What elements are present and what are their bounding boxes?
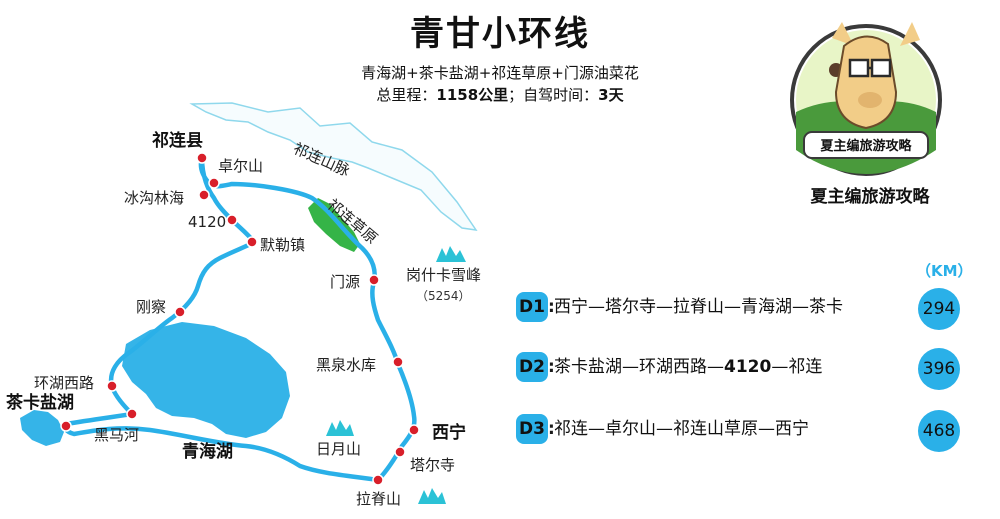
label-riyueshan: 日月山: [316, 440, 361, 458]
time-value: 3天: [598, 86, 624, 104]
day-tag: D1: [516, 292, 548, 322]
label-taersi: 塔尔寺: [410, 456, 455, 474]
label-lajishan: 拉脊山: [356, 490, 401, 508]
stop-xining[interactable]: [408, 424, 420, 436]
day-route-part: 茶卡盐湖—环湖西路—: [554, 357, 724, 377]
lajishan-peak-icon: [418, 488, 446, 504]
label-binggou: 冰沟林海: [124, 189, 184, 207]
snow-peak-icon: [436, 246, 466, 262]
label-qilian-county: 祁连县: [152, 130, 203, 151]
label-molezhen: 默勒镇: [260, 236, 305, 254]
distance-label: 总里程：: [376, 86, 437, 104]
trip-stats: 总里程：1158公里；自驾时间：3天: [0, 84, 1000, 105]
label-menyuan: 门源: [330, 273, 360, 291]
day-colon: :: [548, 297, 555, 317]
stop-lajishan[interactable]: [372, 474, 384, 486]
stop-chaka[interactable]: [60, 420, 72, 432]
stop-molezhen[interactable]: [246, 236, 258, 248]
day-km-badge: 468: [918, 410, 960, 452]
day-route-highlight: 4120: [724, 357, 772, 377]
day-route: 茶卡盐湖—环湖西路—4120—祁连: [554, 352, 822, 382]
day-tag: D2: [516, 352, 548, 382]
day-route-part: —祁连: [771, 357, 823, 377]
stop-heimahe[interactable]: [126, 408, 138, 420]
distance-value: 1158公里: [436, 86, 509, 104]
page-subtitle: 青海湖+茶卡盐湖+祁连草原+门源油菜花: [361, 64, 639, 82]
label-xining: 西宁: [432, 422, 466, 443]
day-route: 祁连—卓尔山—祁连山草原—西宁: [554, 419, 809, 439]
stop-taersi[interactable]: [394, 446, 406, 458]
day-km-badge: 294: [918, 288, 960, 330]
itinerary-day-2[interactable]: D2 : 茶卡盐湖—环湖西路—4120—祁连 396: [516, 348, 976, 390]
brand-badge-text: 夏主编旅游攻略: [819, 138, 912, 154]
peak-label: 岗什卡雪峰: [406, 266, 481, 284]
stop-huanhuxilu[interactable]: [106, 380, 118, 392]
label-huanhuxilu: 环湖西路: [34, 374, 94, 392]
stop-zhuoershan[interactable]: [208, 177, 220, 189]
route-line: [62, 155, 417, 483]
page-title: 青甘小环线: [410, 14, 590, 54]
label-zhuoershan: 卓尔山: [218, 157, 263, 175]
stop-4120[interactable]: [226, 214, 238, 226]
itinerary-day-3[interactable]: D3 : 祁连—卓尔山—祁连山草原—西宁 468: [516, 410, 976, 452]
label-qinghaihu: 青海湖: [182, 441, 233, 462]
stop-menyuan[interactable]: [368, 274, 380, 286]
qinghai-lake: [122, 322, 290, 438]
day-colon: :: [548, 357, 555, 377]
brand-name: 夏主编旅游攻略: [810, 187, 930, 207]
day-tag: D3: [516, 414, 548, 444]
chaka-lake: [20, 410, 64, 446]
day-route: 西宁—塔尔寺—拉脊山—青海湖—茶卡: [554, 297, 843, 317]
qilian-grassland: [308, 198, 360, 252]
peak-elevation-label: （5254）: [416, 289, 471, 303]
label-heiquan: 黑泉水库: [316, 356, 376, 374]
stop-qilian[interactable]: [196, 152, 208, 164]
brand-logo: 夏主编旅游攻略: [790, 22, 942, 176]
label-gangcha: 刚察: [136, 298, 166, 316]
riyueshan-peak-icon: [326, 420, 354, 436]
stop-binggou[interactable]: [198, 189, 210, 201]
itinerary-day-1[interactable]: D1 : 西宁—塔尔寺—拉脊山—青海湖—茶卡 294: [516, 288, 976, 330]
label-chaka: 茶卡盐湖: [6, 392, 74, 413]
mountain-range-outline: [189, 102, 478, 231]
time-label: ；自驾时间：: [508, 86, 599, 104]
stop-gangcha[interactable]: [174, 306, 186, 318]
label-4120: 4120: [188, 213, 226, 231]
day-km-badge: 396: [918, 348, 960, 390]
label-heimahe: 黑马河: [94, 426, 139, 444]
stop-heiquan[interactable]: [392, 356, 404, 368]
day-colon: :: [548, 419, 555, 439]
km-unit-header: （KM）: [916, 262, 973, 280]
